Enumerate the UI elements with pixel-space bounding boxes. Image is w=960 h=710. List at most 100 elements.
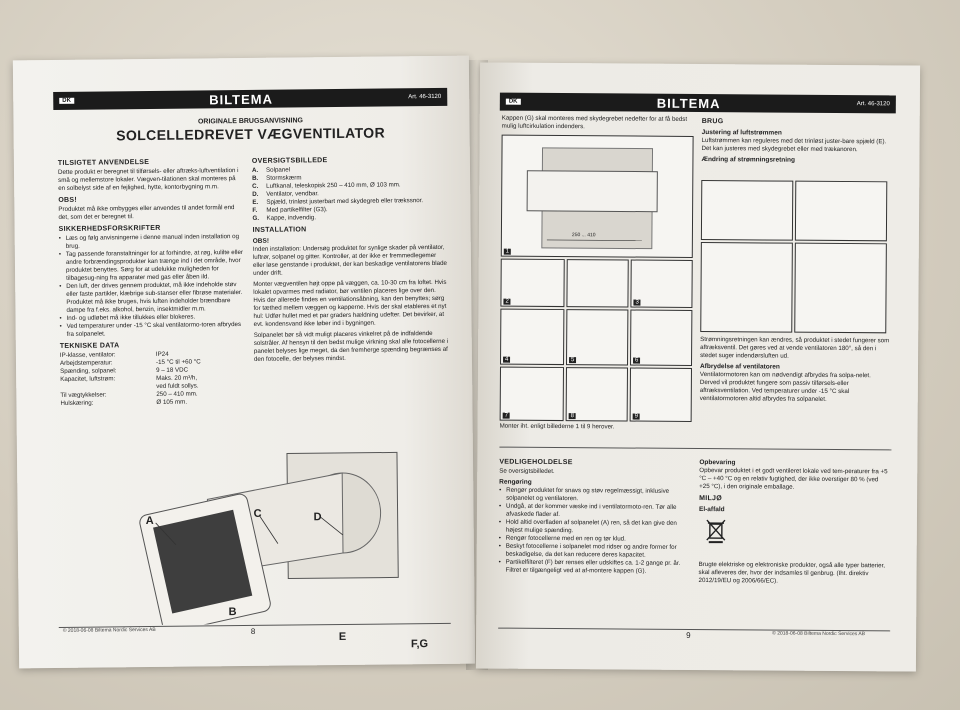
step-3a-panel <box>566 259 629 308</box>
step-2-panel: 2 <box>500 258 565 308</box>
right-footer: © 2018-06-08 Biltema Nordic Services AB <box>772 630 866 638</box>
language-badge: DK <box>59 97 74 104</box>
maintenance-column: VEDLIGEHOLDELSE Se oversigtsbilledet. Re… <box>499 455 692 576</box>
label-b: B <box>228 606 237 619</box>
left-page: DK BILTEMA Art. 46-3120 ORIGINALE BRUGSA… <box>12 55 476 669</box>
environment-text: Brugte elektriske og elektroniske produk… <box>698 561 886 585</box>
step-number: 8 <box>568 413 577 420</box>
direction-panel-3 <box>700 242 793 333</box>
dimension-line <box>546 239 642 241</box>
list-item: Undgå, at der kommer væske ind i ventila… <box>499 503 691 520</box>
direction-heading: Ændring af strømningsretning <box>701 156 796 164</box>
crossed-bin-icon <box>706 519 726 544</box>
right-page-number: 9 <box>686 630 691 640</box>
left-column: TILSIGTET ANVENDELSE Dette produkt er be… <box>58 154 247 408</box>
list-item: Hold altid overfladen af solpanelet (A) … <box>499 519 691 536</box>
list-item: Den luft, der drives gennem produktet, m… <box>59 281 245 315</box>
tech-key: Hulskæring: <box>60 399 94 407</box>
item-letter: F. <box>252 206 258 214</box>
language-badge: DK <box>505 98 521 105</box>
item-text: Spjæld, trinløst justerbart med skydegre… <box>266 197 424 206</box>
step-number: 2 <box>503 298 511 305</box>
article-number: Art. 46-3120 <box>856 101 890 108</box>
step-number: 6 <box>633 357 641 364</box>
item-letter: A. <box>251 166 259 174</box>
step-7-panel: 7 <box>499 366 564 422</box>
section-divider <box>499 446 892 451</box>
install-heading: INSTALLATION <box>252 226 307 234</box>
direction-panel-2 <box>794 180 888 242</box>
title-block: ORIGINALE BRUGSANVISNING SOLCELLEDREVET … <box>53 116 447 144</box>
left-footer: © 2018-06-08 Biltema Nordic Services AB <box>62 626 156 634</box>
step-6-panel: 6 <box>630 309 693 366</box>
direction-panel-4 <box>794 242 887 334</box>
storage-text: Opbevar produktet i et godt ventileret l… <box>699 467 888 491</box>
left-header-bar: DK BILTEMA Art. 46-3120 <box>53 87 448 110</box>
step-number: 5 <box>569 357 577 364</box>
cover-note: Kappen (G) skal monteres med skydegrebet… <box>501 114 688 131</box>
ewaste-heading: El-affald <box>698 506 725 514</box>
item-letter: E. <box>252 198 259 206</box>
switch-off-text: Ventilatormotoren kan om nødvendigt afbr… <box>699 371 871 403</box>
product-illustration <box>139 451 399 626</box>
table-row: Hulskæring:Ø 105 mm. <box>60 398 246 408</box>
solar-panel-assembly <box>139 493 271 626</box>
label-a: A <box>145 514 154 528</box>
step-4-panel: 4 <box>500 308 565 366</box>
step-3-panel: 3 <box>630 259 693 308</box>
install-p3: Solpanelet bør så vidt muligt placeres v… <box>253 330 449 363</box>
maintenance-sub: Se oversigtsbilledet. <box>499 467 555 476</box>
right-header-bar: DK BILTEMA Art. 46-3120 <box>499 92 896 114</box>
step-1-panel: 250 ... 410 1 <box>500 134 694 258</box>
left-page-number: 8 <box>250 626 256 636</box>
label-c: C <box>253 507 262 520</box>
maintenance-heading: VEDLIGEHOLDELSE <box>499 458 573 467</box>
label-d: D <box>313 511 322 524</box>
adjust-text: Luftstrømmen kan reguleres med det trinl… <box>701 137 887 154</box>
environment-heading: MILJØ <box>699 495 722 503</box>
use-column: BRUG Justering af luftstrømmen Luftstrøm… <box>701 114 891 165</box>
brand-logo: BILTEMA <box>656 95 721 111</box>
list-item: Partikelfilteret (F) bør renses eller ud… <box>499 559 691 576</box>
item-letter: C. <box>252 182 259 190</box>
list-item: G.Kappe, indvendig. <box>252 213 448 223</box>
leader-line-d <box>320 516 344 536</box>
step-number: 3 <box>633 299 641 306</box>
article-number: Art. 46-3120 <box>408 93 442 101</box>
tech-table: IP-klasse, ventilator:IP24 Arbejdstemper… <box>60 350 247 408</box>
item-letter: D. <box>252 190 259 198</box>
cleaning-list: Rengør produktet for snavs og støv regel… <box>499 487 692 576</box>
label-e: E <box>338 630 347 644</box>
leader-line-a <box>155 522 177 545</box>
direction-panel-1 <box>700 180 794 241</box>
step-5-panel: 5 <box>566 309 629 366</box>
document-title: SOLCELLEDREVET VÆGVENTILATOR <box>116 124 386 144</box>
step-9-panel: 9 <box>629 367 692 422</box>
dimension-label: 250 ... 410 <box>571 232 596 239</box>
solar-cells <box>153 509 253 614</box>
duct-section <box>526 170 658 213</box>
use-heading: BRUG <box>701 118 724 126</box>
obs-text: Produktet må ikke ombygges eller anvende… <box>58 204 235 221</box>
brand-logo: BILTEMA <box>209 91 274 107</box>
right-page: DK BILTEMA Art. 46-3120 Kappen (G) skal … <box>475 62 921 672</box>
leader-line-c <box>259 515 279 544</box>
tech-value: -15 °C til +60 °C <box>155 358 201 366</box>
direction-text: Strømningsretningen kan ændres, så produ… <box>700 336 890 360</box>
steps-note: Monter iht. enligt billederne 1 til 9 he… <box>499 422 615 431</box>
item-letter: G. <box>252 214 260 222</box>
use-column-lower: Strømningsretningen kan ændres, så produ… <box>700 336 890 404</box>
wall-illustration <box>526 147 658 250</box>
list-item: Beskyt fotocellerne i solpanelet mod rid… <box>499 543 691 560</box>
step-number: 7 <box>502 412 511 419</box>
step-number: 4 <box>503 356 511 363</box>
list-item: Rengør produktet for snavs og støv regel… <box>499 487 691 504</box>
item-text: Solpanel <box>265 166 291 174</box>
step-number: 1 <box>503 248 512 255</box>
install-p1: Inden installation: Undersøg produktet f… <box>252 243 448 277</box>
list-item: Tag passende foranstaltninger for at for… <box>59 249 245 283</box>
tech-value: 250 – 410 mm. <box>156 390 198 398</box>
item-text: Luftkanal, teleskopisk 250 – 410 mm, Ø 1… <box>266 181 401 190</box>
safety-list: Læs og følg anvisningerne i denne manual… <box>59 233 246 339</box>
list-item: Læs og følg anvisningerne i denne manual… <box>59 233 245 251</box>
